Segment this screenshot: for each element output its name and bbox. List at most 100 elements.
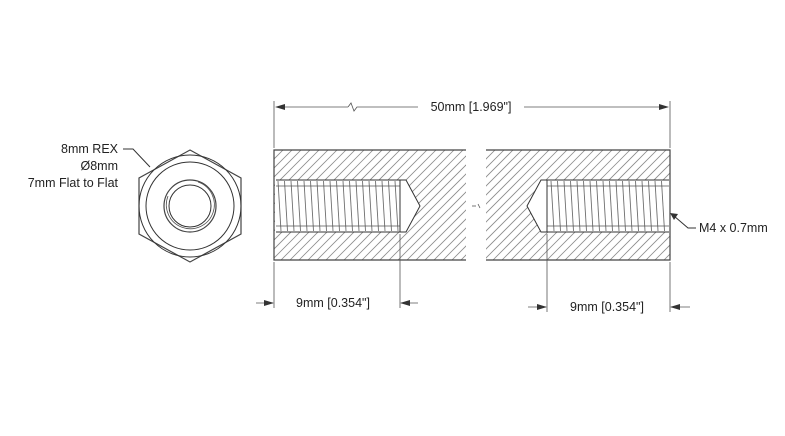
right-depth-label: 9mm [0.354"]	[570, 300, 644, 314]
end-view-leader	[123, 148, 151, 168]
hex-end-view: 8mm REX Ø8mm 7mm Flat to Flat	[28, 142, 242, 263]
hatch-line	[663, 253, 670, 260]
hatch-line	[433, 227, 466, 260]
thread-arc	[165, 181, 215, 230]
thread-line	[362, 180, 366, 232]
hatch-line	[415, 209, 466, 260]
thread-line	[602, 180, 607, 232]
thread-line	[589, 180, 594, 232]
hatch-line	[388, 182, 466, 260]
hatch-line	[274, 150, 302, 178]
arrow-right-depth-a	[537, 304, 547, 310]
thread-spec-label: M4 x 0.7mm	[699, 221, 768, 235]
thread-line	[297, 180, 301, 232]
right-threads	[550, 180, 665, 232]
hatch-line	[486, 150, 523, 187]
thread-spec-callout: M4 x 0.7mm	[670, 213, 768, 235]
thread-line	[661, 180, 665, 232]
thread-line	[388, 180, 392, 232]
thread-line	[635, 180, 639, 232]
thread-line	[550, 180, 555, 232]
arrow-right-depth-b	[670, 304, 680, 310]
left-body-outline	[273, 149, 466, 261]
right-bore	[527, 180, 670, 232]
left-bore	[275, 180, 420, 232]
hatch-line	[486, 150, 577, 241]
left-section	[273, 149, 466, 261]
hatch-line	[627, 217, 670, 260]
arrow-left	[275, 104, 285, 110]
hex-outline	[138, 149, 242, 263]
arrow-right	[659, 104, 669, 110]
thread-line	[628, 180, 633, 232]
overall-length-dimension: 50mm [1.969"]	[273, 100, 671, 148]
thread-line	[570, 180, 574, 232]
thread-line	[641, 180, 646, 232]
bore-inner-circle	[168, 184, 212, 228]
left-bore-outline	[276, 179, 421, 233]
right-thread-depth-dimension: 9mm [0.354"]	[528, 234, 690, 314]
hatch-line	[486, 150, 550, 214]
hatch-line	[370, 164, 466, 260]
hatch-line	[274, 150, 320, 196]
thread-line	[654, 180, 659, 232]
hatch-line	[486, 150, 559, 223]
thread-line	[342, 180, 347, 232]
thread-line	[381, 180, 386, 232]
thread-line	[290, 180, 295, 232]
thread-leader	[673, 215, 696, 229]
thread-line	[368, 180, 373, 232]
left-thread-depth-dimension: 9mm [0.354"]	[256, 234, 418, 310]
hatch-line	[424, 218, 466, 260]
break-mark-small	[477, 203, 481, 209]
dim-break-zigzag	[347, 102, 418, 112]
thread-line	[349, 180, 353, 232]
hex-outer-circle	[138, 154, 242, 258]
hatch-line	[274, 150, 311, 187]
hatch-line	[486, 150, 532, 196]
hatch-line	[486, 150, 514, 178]
arrow-left-depth-b	[400, 300, 410, 306]
thread-line	[310, 180, 314, 232]
hatch-line	[379, 173, 466, 260]
thread-line	[394, 180, 399, 232]
bore-outer-circle	[163, 179, 217, 233]
thread-line	[316, 180, 321, 232]
thread-line	[583, 180, 587, 232]
hatch-line	[397, 191, 466, 260]
thread-line	[277, 180, 282, 232]
hatch-line	[442, 236, 466, 260]
hatch-line	[673, 150, 783, 260]
hatch-line	[486, 150, 568, 232]
overall-length-label: 50mm [1.969"]	[431, 100, 512, 114]
thread-line	[648, 180, 652, 232]
thread-line	[303, 180, 308, 232]
hatch-line	[406, 200, 466, 260]
right-section	[486, 149, 783, 261]
left-threads	[277, 180, 399, 232]
hatch-line	[636, 226, 670, 260]
thread-line	[576, 180, 581, 232]
hatch-line	[274, 150, 329, 205]
hatch-line	[274, 150, 284, 160]
hatch-line	[486, 150, 541, 205]
thread-line	[596, 180, 600, 232]
callout-flat-to-flat: 7mm Flat to Flat	[28, 176, 119, 190]
arrow-left-depth-a	[264, 300, 274, 306]
hatch-line	[654, 244, 670, 260]
thread-line	[284, 180, 288, 232]
hex-chamfer-circle	[145, 161, 235, 251]
thread-line	[355, 180, 360, 232]
right-bore-outline	[526, 179, 669, 233]
thread-line	[622, 180, 626, 232]
thread-line	[557, 180, 561, 232]
thread-line	[615, 180, 620, 232]
thread-line	[375, 180, 379, 232]
thread-line	[563, 180, 568, 232]
thread-line	[336, 180, 340, 232]
right-body-outline	[486, 149, 671, 261]
left-depth-label: 9mm [0.354"]	[296, 296, 370, 310]
hatch-line	[618, 208, 670, 260]
thread-line	[323, 180, 327, 232]
callout-rex: 8mm REX	[61, 142, 119, 156]
